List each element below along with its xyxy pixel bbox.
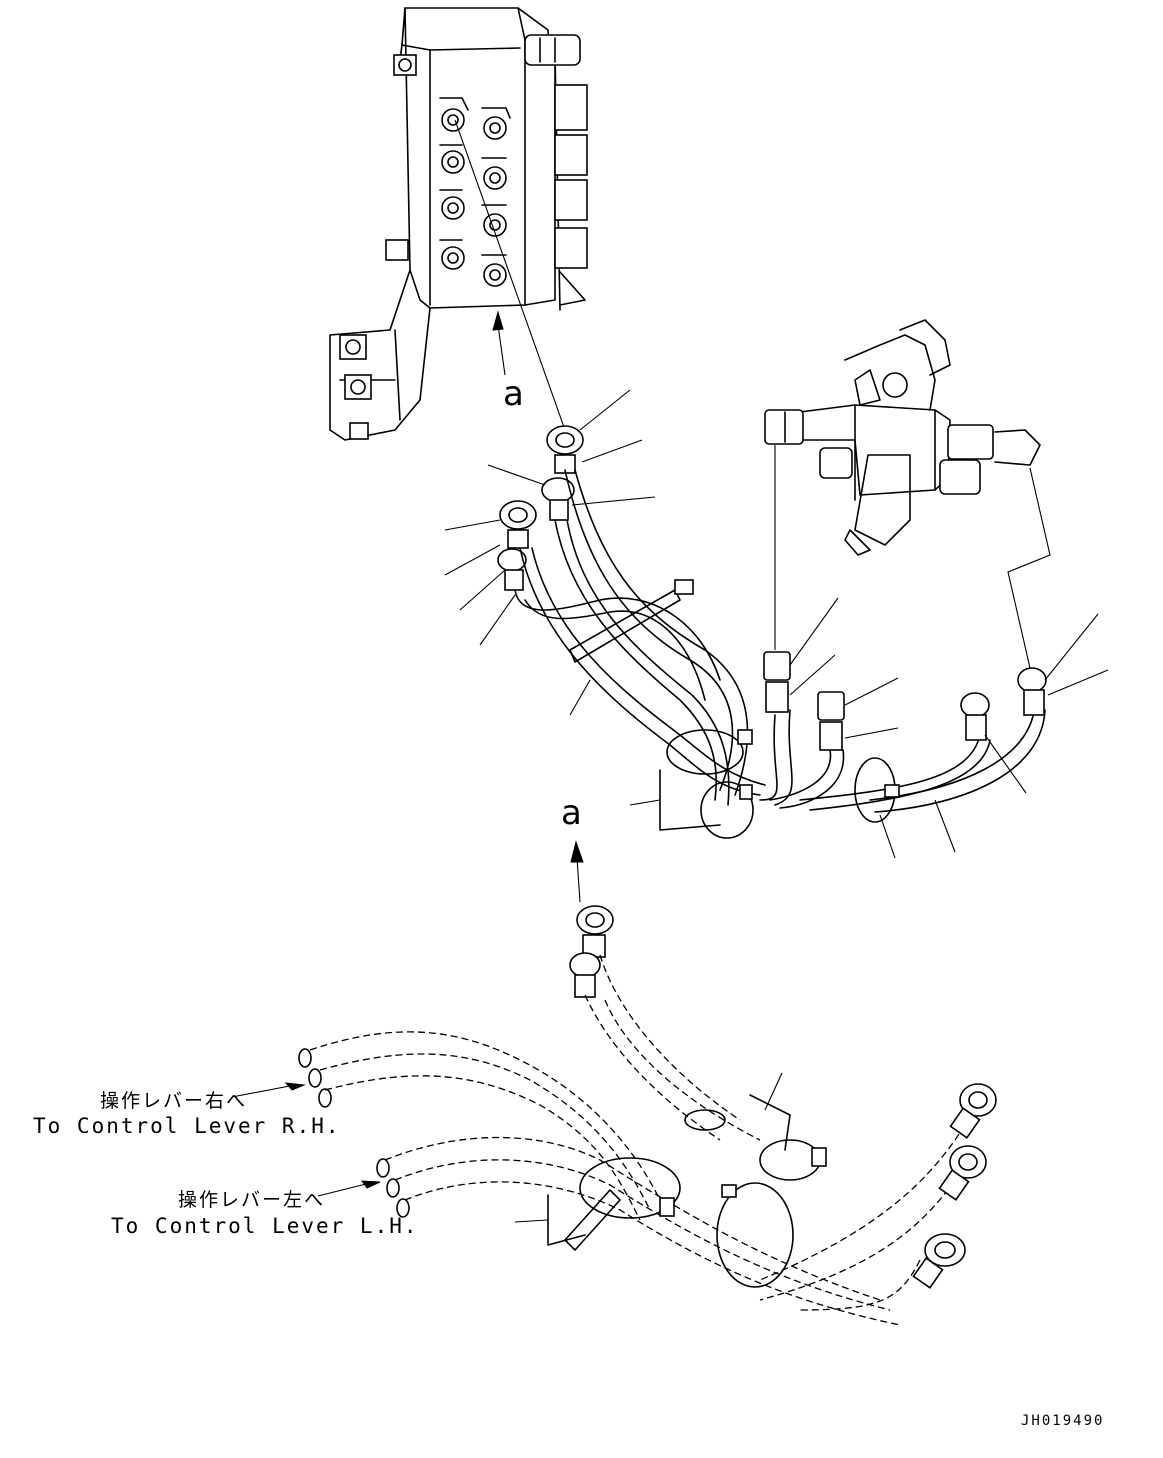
leader-lines-lower [514,1072,783,1223]
destination-right-en: To Control Lever R.H. [33,1114,341,1138]
view-arrow-top [492,310,506,376]
destination-right-jp: 操作レバー右へ [100,1090,248,1112]
destination-left-en: To Control Lever L.H. [111,1214,419,1238]
drawing-code: JH019490 [1021,1413,1105,1429]
view-marker-mid: a [561,793,582,833]
view-marker-top: a [503,374,524,414]
destination-arrows [231,1082,381,1197]
control-valve-block [329,7,588,441]
lower-hose-assembly [298,905,997,1326]
upper-hose-bundle [497,425,1047,839]
destination-left-jp: 操作レバー左へ [178,1189,326,1211]
leader-lines-upper [444,389,1109,859]
view-arrow-mid [570,840,584,903]
ppc-valve [764,319,1051,669]
